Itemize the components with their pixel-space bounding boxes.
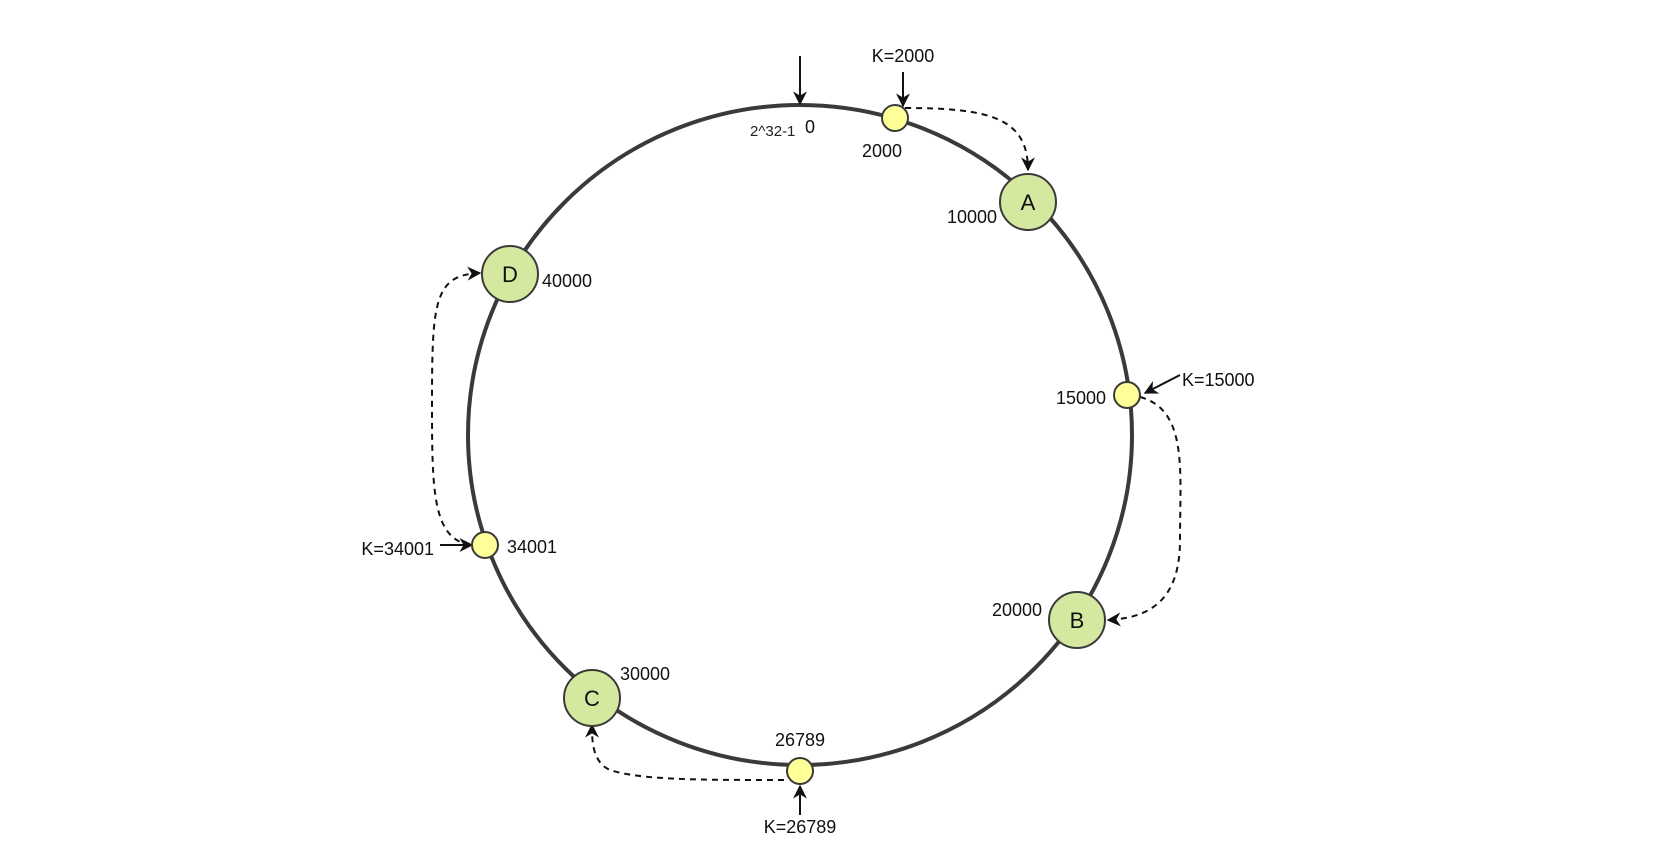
key-point-34001-position: 34001 xyxy=(507,537,557,557)
key-label-k2000: K=2000 xyxy=(872,46,935,66)
server-node-a-letter: A xyxy=(1021,190,1036,215)
server-node-d-position: 40000 xyxy=(542,271,592,291)
server-node-d xyxy=(481,245,539,303)
key-label-k34001: K=34001 xyxy=(361,539,434,559)
server-node-c xyxy=(563,669,621,727)
server-node-c-position: 30000 xyxy=(620,664,670,684)
server-node-b-position: 20000 xyxy=(992,600,1042,620)
mapping-arrow-k26789-to-c xyxy=(585,723,785,781)
key-label-k15000: K=15000 xyxy=(1182,370,1255,390)
key-point-15000-position: 15000 xyxy=(1056,388,1106,408)
server-node-d-letter: D xyxy=(502,262,518,287)
ring-origin-label: 0 xyxy=(805,117,815,137)
key-input-arrow-k15000 xyxy=(1143,374,1181,394)
server-node-b-letter: B xyxy=(1070,608,1085,633)
key-point-15000 xyxy=(1113,381,1141,409)
ring-max-label: 2^32-1 xyxy=(750,123,795,140)
mapping-arrow-k34001-to-d xyxy=(430,266,482,546)
key-point-26789 xyxy=(786,757,814,785)
key-point-2000-position: 2000 xyxy=(862,141,902,161)
key-label-k26789: K=26789 xyxy=(764,817,837,837)
mapping-arrow-k15000-to-b xyxy=(1106,396,1182,627)
key-point-2000 xyxy=(881,104,909,132)
server-node-a xyxy=(999,173,1057,231)
server-node-b xyxy=(1048,591,1106,649)
mapping-arrow-k2000-to-a xyxy=(904,107,1035,172)
key-point-26789-position: 26789 xyxy=(775,730,825,750)
server-node-c-letter: C xyxy=(584,686,600,711)
key-point-34001 xyxy=(471,531,499,559)
server-node-a-position: 10000 xyxy=(947,207,997,227)
